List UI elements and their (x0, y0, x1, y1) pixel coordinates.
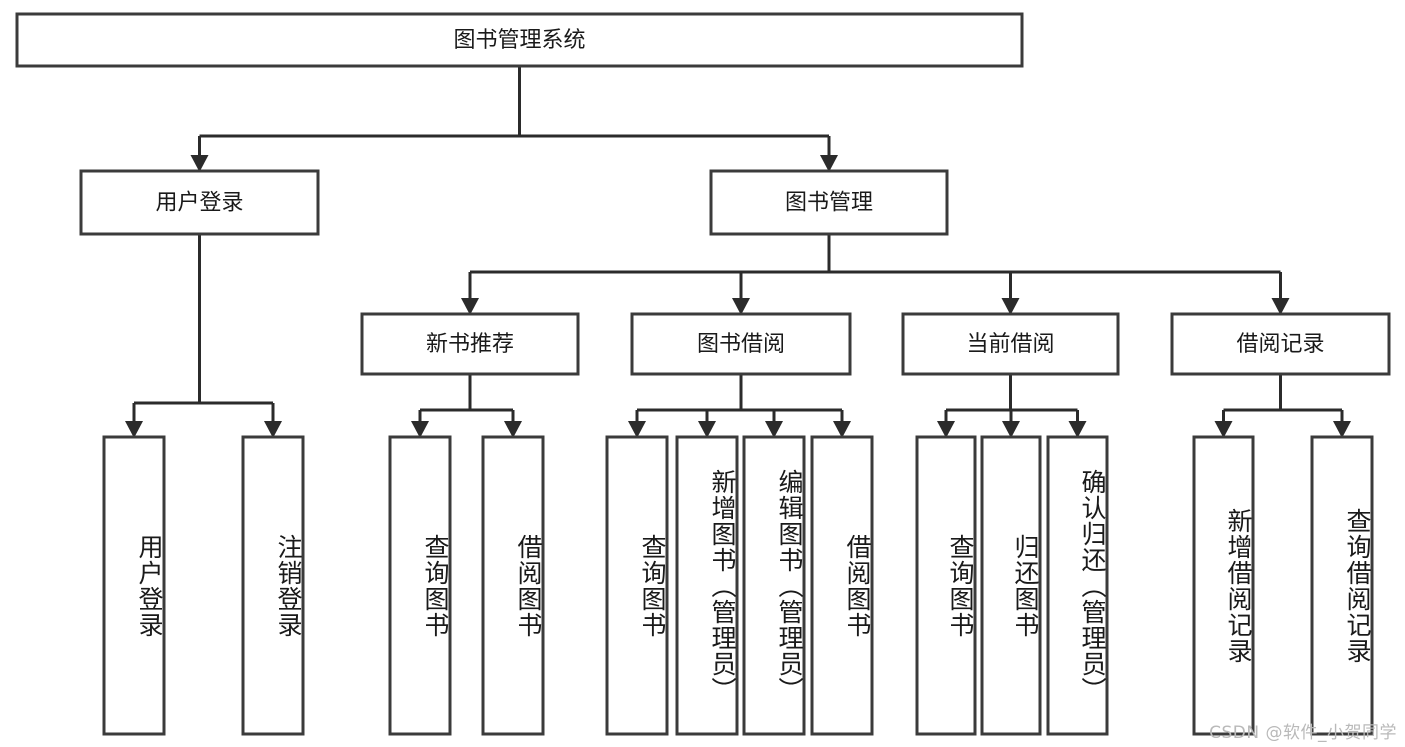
edge-borrow-arrow-2 (765, 421, 783, 438)
node-level2-1-label: 图书管理 (785, 191, 873, 216)
node-level3-1-rect[interactable] (630, 312, 852, 376)
node-leaf-8[interactable] (915, 435, 977, 736)
node-leaf-12-rect[interactable] (1310, 435, 1374, 736)
node-level3-3-label: 借阅记录 (1236, 332, 1324, 357)
node-root-label: 图书管理系统 (453, 28, 585, 53)
node-level3-3-rect[interactable] (1170, 312, 1391, 376)
node-level2-1-rect[interactable] (709, 169, 949, 236)
edges-layer (125, 66, 1351, 438)
edge-bookmgmt-arrow-3 (1271, 298, 1290, 315)
node-leaf-6[interactable] (742, 435, 806, 736)
node-root[interactable]: 图书管理系统 (15, 12, 1024, 68)
node-leaf-9-rect[interactable] (980, 435, 1042, 736)
node-leaf-4-rect[interactable] (605, 435, 669, 736)
edge-borrow-arrow-3 (833, 421, 851, 438)
node-level3-0-label: 新书推荐 (426, 332, 514, 357)
node-leaf-10-rect[interactable] (1046, 435, 1109, 736)
edge-newbook-arrow-0 (411, 421, 429, 438)
node-leaf-0[interactable] (102, 435, 166, 736)
edge-login-arrow-0 (125, 421, 143, 438)
edge-bookmgmt-arrow-2 (1001, 298, 1020, 315)
edge-current-arrow-1 (1002, 421, 1020, 438)
node-leaf-2-rect[interactable] (388, 435, 452, 736)
node-leaf-5-rect[interactable] (675, 435, 739, 736)
edge-bookmgmt-arrow-0 (461, 298, 479, 315)
edge-current-arrow-2 (1068, 421, 1087, 438)
node-leaf-12[interactable] (1310, 435, 1374, 736)
node-level3-2-rect[interactable] (901, 312, 1120, 376)
node-level3-1-label: 图书借阅 (697, 332, 785, 357)
node-leaf-1[interactable] (241, 435, 305, 736)
edge-record-arrow-1 (1333, 421, 1351, 438)
node-leaf-0-rect[interactable] (102, 435, 166, 736)
edge-borrow-arrow-1 (698, 421, 716, 438)
edge-root-arrow-1 (820, 155, 838, 172)
node-leaf-7[interactable] (810, 435, 874, 736)
watermark-text: CSDN @软件_小贺同学 (1209, 723, 1397, 743)
node-root-rect[interactable] (15, 12, 1024, 68)
node-leaf-10[interactable] (1046, 435, 1109, 736)
node-level2-0-label: 用户登录 (155, 191, 243, 216)
node-level2-1[interactable]: 图书管理 (709, 169, 949, 236)
node-leaf-3-rect[interactable] (481, 435, 545, 736)
edge-login-arrow-1 (264, 421, 282, 438)
node-level3-2-label: 当前借阅 (966, 332, 1054, 357)
node-level3-0[interactable]: 新书推荐 (360, 312, 580, 376)
node-level2-0-rect[interactable] (79, 169, 320, 236)
node-leaf-6-rect[interactable] (742, 435, 806, 736)
node-leaf-7-rect[interactable] (810, 435, 874, 736)
edge-root-arrow-0 (190, 155, 209, 172)
node-level3-2[interactable]: 当前借阅 (901, 312, 1120, 376)
edge-record-arrow-0 (1214, 421, 1233, 438)
node-leaf-1-rect[interactable] (241, 435, 305, 736)
node-leaf-2[interactable] (388, 435, 452, 736)
node-level3-1[interactable]: 图书借阅 (630, 312, 852, 376)
node-leaf-9[interactable] (980, 435, 1042, 736)
edge-newbook-arrow-1 (504, 421, 522, 438)
node-level3-3[interactable]: 借阅记录 (1170, 312, 1391, 376)
node-level2-0[interactable]: 用户登录 (79, 169, 320, 236)
node-leaf-11-rect[interactable] (1192, 435, 1255, 736)
edge-bookmgmt-arrow-1 (732, 298, 750, 315)
node-leaf-3[interactable] (481, 435, 545, 736)
node-leaf-8-rect[interactable] (915, 435, 977, 736)
edge-current-arrow-0 (937, 421, 955, 438)
node-level3-0-rect[interactable] (360, 312, 580, 376)
edge-borrow-arrow-0 (628, 421, 646, 438)
node-leaf-11[interactable] (1192, 435, 1255, 736)
node-leaf-5[interactable] (675, 435, 739, 736)
node-leaf-4[interactable] (605, 435, 669, 736)
